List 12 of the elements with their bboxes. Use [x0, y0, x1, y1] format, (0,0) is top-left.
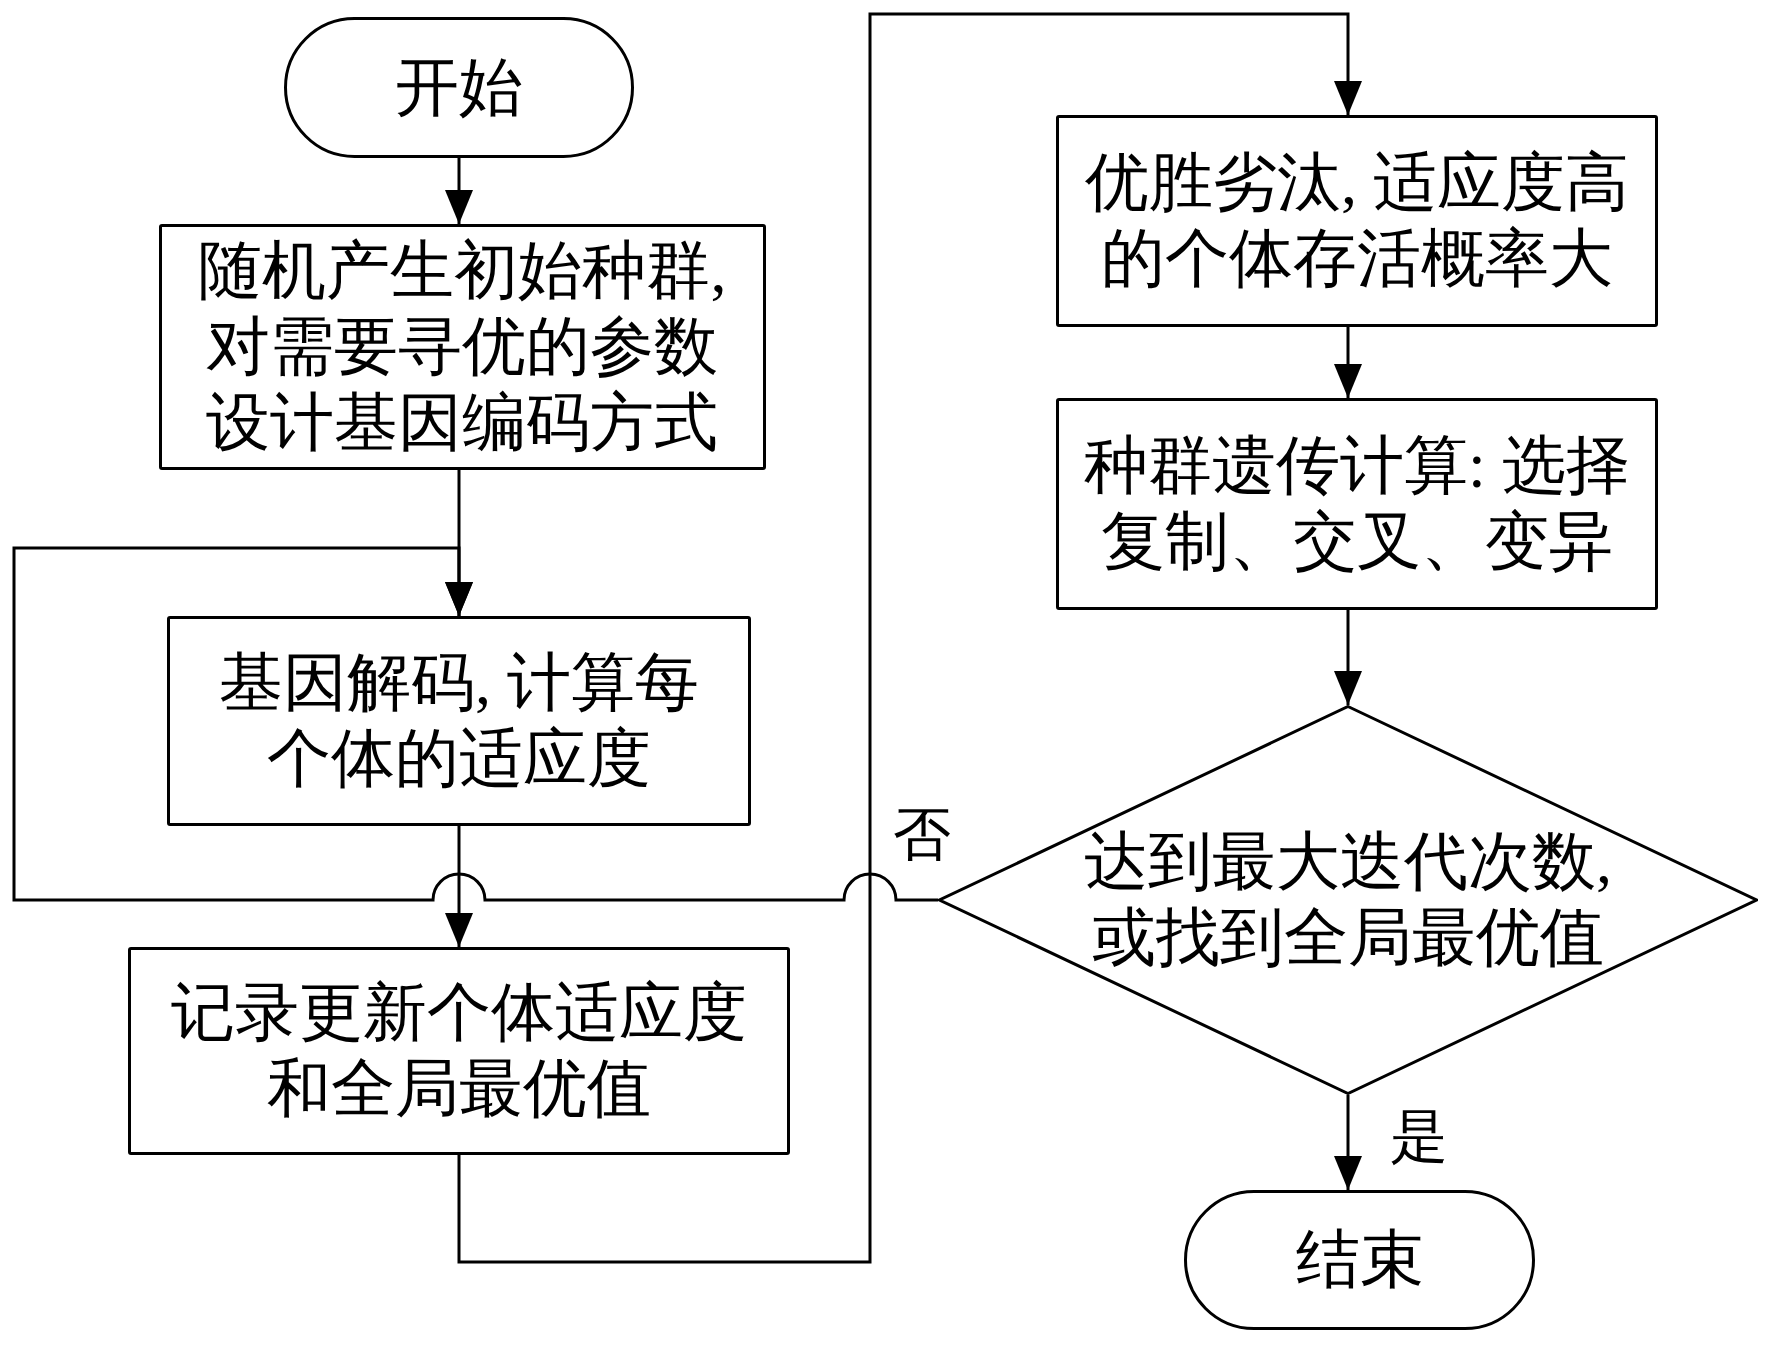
process-box: 基因解码, 计算每个体的适应度: [167, 616, 751, 826]
arrow: [1334, 1095, 1362, 1190]
process-box: 种群遗传计算: 选择复制、交叉、变异: [1056, 398, 1658, 610]
arrow: [1334, 327, 1362, 398]
arrow: [12, 546, 938, 902]
arrow: [457, 12, 1362, 1264]
arrow: [1334, 610, 1362, 705]
process-box: 优胜劣汰, 适应度高的个体存活概率大: [1056, 115, 1658, 327]
arrow: [445, 158, 473, 224]
process-box: 随机产生初始种群,对需要寻优的参数设计基因编码方式: [159, 224, 766, 470]
arrow: [445, 826, 473, 947]
process-box: 记录更新个体适应度和全局最优值: [128, 947, 790, 1155]
